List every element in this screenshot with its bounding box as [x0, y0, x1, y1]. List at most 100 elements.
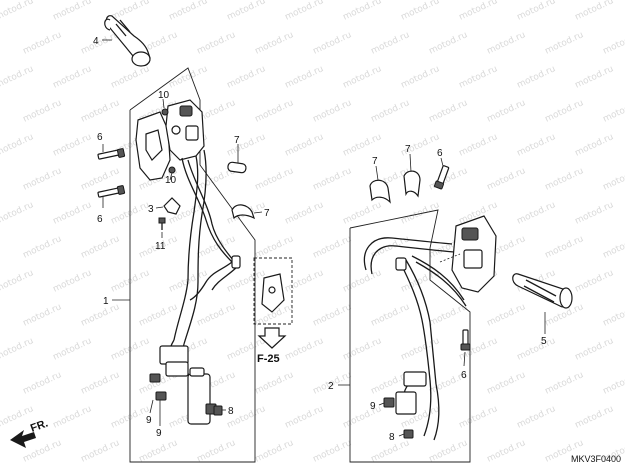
- right-connector-block[interactable]: [383, 371, 427, 415]
- watermark-text: motod.ru: [0, 0, 35, 23]
- left-connector-block[interactable]: [149, 345, 189, 401]
- watermark-text: motod.ru: [52, 0, 94, 23]
- right-assembly-outline: [349, 209, 471, 463]
- watermark-text: motod.ru: [400, 0, 442, 23]
- watermark-text: motod.ru: [312, 302, 354, 329]
- watermark-text: motod.ru: [544, 166, 586, 193]
- plug-8-left[interactable]: [213, 405, 223, 416]
- watermark-text: motod.ru: [602, 166, 625, 193]
- watermark-text: motod.ru: [312, 234, 354, 261]
- callout-9-left-a[interactable]: 9: [146, 415, 152, 426]
- watermark-text: motod.ru: [602, 30, 625, 57]
- watermark-text: motod.ru: [428, 438, 470, 465]
- watermark-text: motod.ru: [342, 132, 384, 159]
- watermark-text: motod.ru: [138, 302, 180, 329]
- screw-10-lower[interactable]: [168, 166, 176, 174]
- watermark-text: motod.ru: [516, 132, 558, 159]
- callout-3[interactable]: 3: [148, 204, 154, 215]
- watermark-text: motod.ru: [370, 98, 412, 125]
- watermark-text: motod.ru: [602, 234, 625, 261]
- left-relay-box[interactable]: [187, 367, 217, 425]
- watermark-text: motod.ru: [312, 30, 354, 57]
- callout-7-right-center[interactable]: 7: [405, 144, 411, 155]
- watermark-text: motod.ru: [284, 64, 326, 91]
- bolt-6-lower[interactable]: [97, 185, 126, 198]
- wire-band-7-lower[interactable]: [231, 204, 256, 220]
- watermark-text: motod.ru: [458, 132, 500, 159]
- callout-1[interactable]: 1: [103, 296, 109, 307]
- watermark-text: motod.ru: [602, 98, 625, 125]
- callouts: 4 6 6 10 10 3 11 7 7 1 9 9 8 7 6 6 5 6 2…: [93, 36, 547, 443]
- bolt-6-upper[interactable]: [97, 148, 126, 160]
- throttle-grip[interactable]: [104, 15, 151, 67]
- watermark-text: motod.ru: [458, 64, 500, 91]
- watermark-text: motod.ru: [370, 30, 412, 57]
- direction-label: FR.: [29, 417, 50, 434]
- wire-band-7-right-b[interactable]: [403, 170, 421, 198]
- watermark-text: motod.ru: [80, 98, 122, 125]
- callout-9-right[interactable]: 9: [370, 401, 376, 412]
- callout-7-right[interactable]: 7: [372, 156, 378, 167]
- callout-10-lower[interactable]: 10: [165, 175, 177, 186]
- watermark-text: motod.ru: [602, 302, 625, 329]
- dashed-link: [439, 253, 461, 263]
- watermark-text: motod.ru: [516, 64, 558, 91]
- reference-detail-part: [261, 273, 285, 313]
- wire-clip-3[interactable]: [163, 197, 181, 215]
- watermark-text: motod.ru: [254, 30, 296, 57]
- watermark-text: motod.ru: [574, 132, 616, 159]
- watermark-text: motod.ru: [52, 132, 94, 159]
- watermark-text: motod.ru: [284, 268, 326, 295]
- watermark-text: motod.ru: [254, 370, 296, 397]
- callout-7-left-upper[interactable]: 7: [234, 135, 240, 146]
- watermark-text: motod.ru: [226, 64, 268, 91]
- callout-6-left-lower[interactable]: 6: [97, 214, 103, 225]
- screw-11[interactable]: [158, 217, 166, 230]
- handlebar-switch-body[interactable]: [165, 99, 205, 161]
- bolt-6-right-lower[interactable]: [460, 329, 471, 351]
- watermark-text: motod.ru: [574, 336, 616, 363]
- watermark-text: motod.ru: [486, 438, 528, 465]
- callout-6-right-upper[interactable]: 6: [437, 148, 443, 159]
- wire-band-7-upper[interactable]: [227, 161, 247, 174]
- watermark-text: motod.ru: [544, 370, 586, 397]
- bolt-6-right-upper[interactable]: [433, 165, 450, 190]
- watermark-text: motod.ru: [400, 64, 442, 91]
- reference-label[interactable]: F-25: [257, 353, 280, 365]
- callout-7-left-lower[interactable]: 7: [264, 208, 270, 219]
- watermark-text: motod.ru: [0, 132, 35, 159]
- callout-9-left-b[interactable]: 9: [156, 428, 162, 439]
- watermark-text: motod.ru: [284, 132, 326, 159]
- screw-10-upper[interactable]: [161, 108, 169, 116]
- right-switch-housing[interactable]: [451, 215, 497, 293]
- callout-5[interactable]: 5: [541, 336, 547, 347]
- watermark-text: motod.ru: [52, 64, 94, 91]
- callout-11[interactable]: 11: [155, 241, 166, 252]
- callout-8-left[interactable]: 8: [228, 406, 234, 417]
- callout-6-left-upper[interactable]: 6: [97, 132, 103, 143]
- callout-4[interactable]: 4: [93, 36, 99, 47]
- watermark-text: motod.ru: [284, 336, 326, 363]
- watermark-text: motod.ru: [226, 0, 268, 23]
- right-grip[interactable]: [512, 273, 573, 309]
- watermark-text: motod.ru: [52, 336, 94, 363]
- callout-8-right[interactable]: 8: [389, 432, 395, 443]
- watermark-text: motod.ru: [400, 336, 442, 363]
- watermark-text: motod.ru: [284, 0, 326, 23]
- callout-10-upper[interactable]: 10: [158, 90, 170, 101]
- watermark-text: motod.ru: [22, 234, 64, 261]
- watermark-text: motod.ru: [254, 166, 296, 193]
- watermark-text: motod.ru: [574, 64, 616, 91]
- watermark-text: motod.ru: [458, 0, 500, 23]
- watermark-text: motod.ru: [574, 0, 616, 23]
- callout-6-right-lower[interactable]: 6: [461, 370, 467, 381]
- watermark-text: motod.ru: [22, 30, 64, 57]
- wire-band-7-right-a[interactable]: [369, 179, 391, 204]
- watermark-text: motod.ru: [574, 200, 616, 227]
- watermark-text: motod.ru: [312, 438, 354, 465]
- callout-2[interactable]: 2: [328, 381, 334, 392]
- plug-8-right[interactable]: [403, 429, 414, 439]
- leader-lines: [102, 39, 546, 437]
- left-switch-housing[interactable]: [135, 111, 171, 181]
